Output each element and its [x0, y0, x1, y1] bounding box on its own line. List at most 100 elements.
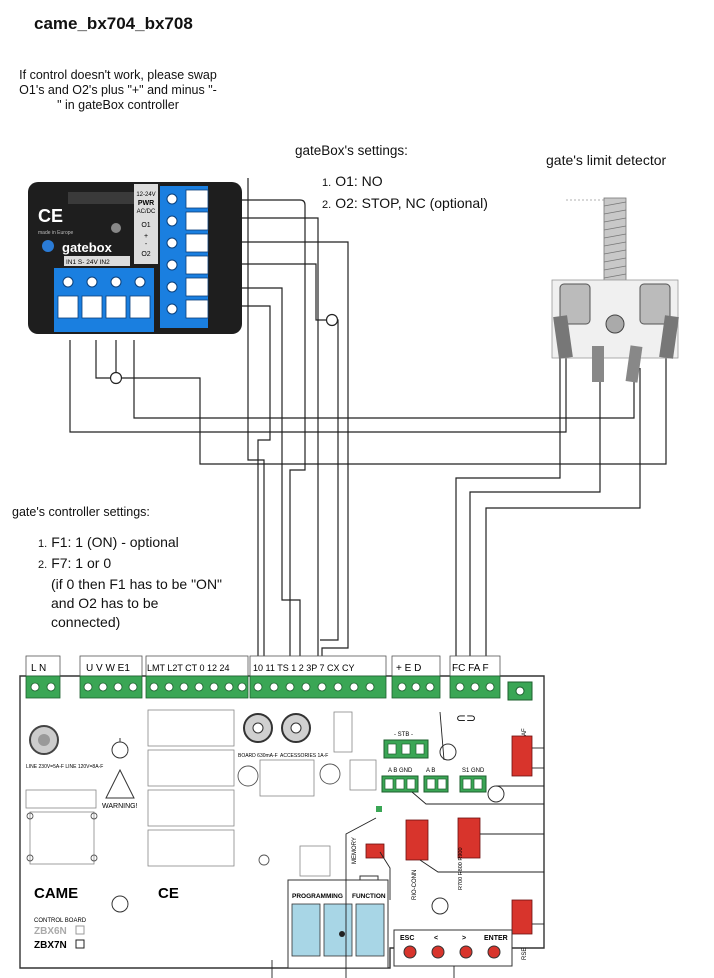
terminal-screw-icon [470, 682, 480, 692]
terminal-screw-icon [411, 682, 421, 692]
terminal-screw-icon [166, 215, 178, 227]
pwr-line: 12-24V [136, 192, 155, 198]
wire [210, 263, 332, 321]
mount-hole-icon [431, 897, 449, 915]
mount-hole-icon [111, 738, 129, 759]
inputs-label: IN1 S- 24V IN2 [66, 259, 110, 266]
pin-socket [462, 778, 472, 790]
pin-socket [387, 743, 397, 755]
s1gnd-label: S1 GND [462, 768, 485, 774]
enter-button[interactable] [487, 945, 501, 959]
relay-box [147, 829, 235, 867]
callout-line [411, 791, 544, 805]
pin-socket [401, 743, 411, 755]
component-box [25, 789, 97, 809]
switch-lever [625, 345, 643, 383]
spring-coil [603, 233, 627, 239]
wire [455, 352, 561, 676]
pin-icon [90, 812, 98, 820]
terminal-screw-icon [166, 281, 178, 293]
terminal-screw-icon [349, 682, 359, 692]
terminal-slot [105, 295, 127, 319]
controller-note-line: connected) [51, 614, 121, 630]
spring-coil [603, 265, 627, 271]
function-label: FUNCTION [352, 893, 386, 900]
terminal-screw-icon [166, 193, 178, 205]
left-label: < [434, 935, 438, 942]
terminal-screw-icon [515, 686, 525, 696]
ab-label: A B [426, 768, 435, 774]
terminal-screw-icon [166, 259, 178, 271]
dip-switch[interactable] [323, 903, 353, 957]
ce-mark: CE [38, 206, 63, 226]
accessories-fuse-label: ACCESSORIES 1A-F [280, 753, 328, 759]
diagram-title: came_bx704_bx708 [34, 14, 193, 33]
limit-switch-left [559, 283, 591, 325]
terminal-screw-icon [179, 682, 189, 692]
terminal-screw-icon [113, 682, 123, 692]
rse-label: RSE [522, 948, 528, 960]
component-box [29, 811, 95, 865]
pwr-line: + [144, 233, 148, 240]
limit-detector [551, 197, 679, 383]
ce-mark: CE [158, 885, 179, 902]
dip-switch[interactable] [355, 903, 385, 957]
switch-lever [592, 346, 604, 382]
wire [247, 178, 265, 676]
limit-switch-right [639, 283, 671, 325]
junction-node [109, 371, 123, 385]
terminal-screw-icon [237, 682, 247, 692]
relay-box [147, 709, 235, 747]
board-fuse-label: BOARD 630mA-F [238, 753, 278, 759]
terminal-screw-icon [455, 682, 465, 692]
rio-connector [405, 819, 429, 861]
jumper-icon: ⊂⊃ [456, 711, 476, 725]
led-icon [111, 223, 121, 233]
wire [210, 305, 271, 676]
terminal-group-label: 10 11 TS 1 2 3P 7 CX CY [253, 663, 355, 673]
right-label: > [462, 935, 466, 942]
item-text: F1: 1 (ON) - optional [51, 534, 179, 550]
green-terminal-block [79, 675, 143, 699]
pin-socket [406, 778, 416, 790]
made-in-label: made in Europe [38, 230, 74, 236]
memory-connector [365, 843, 385, 859]
controller-setting-item: 2.F7: 1 or 0 [38, 554, 222, 575]
controller-settings-heading: gate's controller settings: [12, 505, 150, 519]
item-number: 1. [38, 538, 48, 550]
limit-detector-label: gate's limit detector [546, 152, 667, 168]
wire [320, 319, 339, 641]
callout-line [345, 817, 377, 978]
switch-lever [659, 315, 679, 359]
controller-setting-item: 1.F1: 1 (ON) - optional [38, 533, 222, 554]
spring-coil [603, 225, 627, 231]
wire [469, 360, 601, 676]
terminal-slot [185, 277, 209, 297]
terminal-group-label: U V W E1 [86, 663, 130, 674]
terminal-slot [185, 299, 209, 319]
left-button[interactable] [431, 945, 445, 959]
esc-button[interactable] [403, 945, 417, 959]
pin-socket [437, 778, 447, 790]
dip-switch[interactable] [291, 903, 321, 957]
rse-connector [511, 899, 533, 935]
item-number: 1. [322, 177, 332, 189]
component-box [349, 759, 377, 791]
terminal-group-label: LMT L2T CT 0 12 24 [147, 663, 230, 673]
relay-box [147, 789, 235, 827]
wire [116, 340, 667, 465]
terminal-slot [185, 211, 209, 231]
wire [69, 330, 567, 433]
terminal-screw-icon [166, 237, 178, 249]
brand-dot-icon [42, 240, 54, 252]
component-box [259, 759, 315, 797]
terminal-screw-icon [485, 682, 495, 692]
control-board-label: CONTROL BOARD [34, 918, 87, 924]
warning-triangle-icon [105, 768, 135, 799]
right-button[interactable] [459, 945, 473, 959]
esc-label: ESC [400, 935, 414, 942]
capacitor-icon [319, 763, 341, 785]
item-text: O1: NO [335, 173, 383, 189]
line-fuse-core-icon [38, 734, 50, 746]
terminal-screw-icon [86, 276, 98, 288]
